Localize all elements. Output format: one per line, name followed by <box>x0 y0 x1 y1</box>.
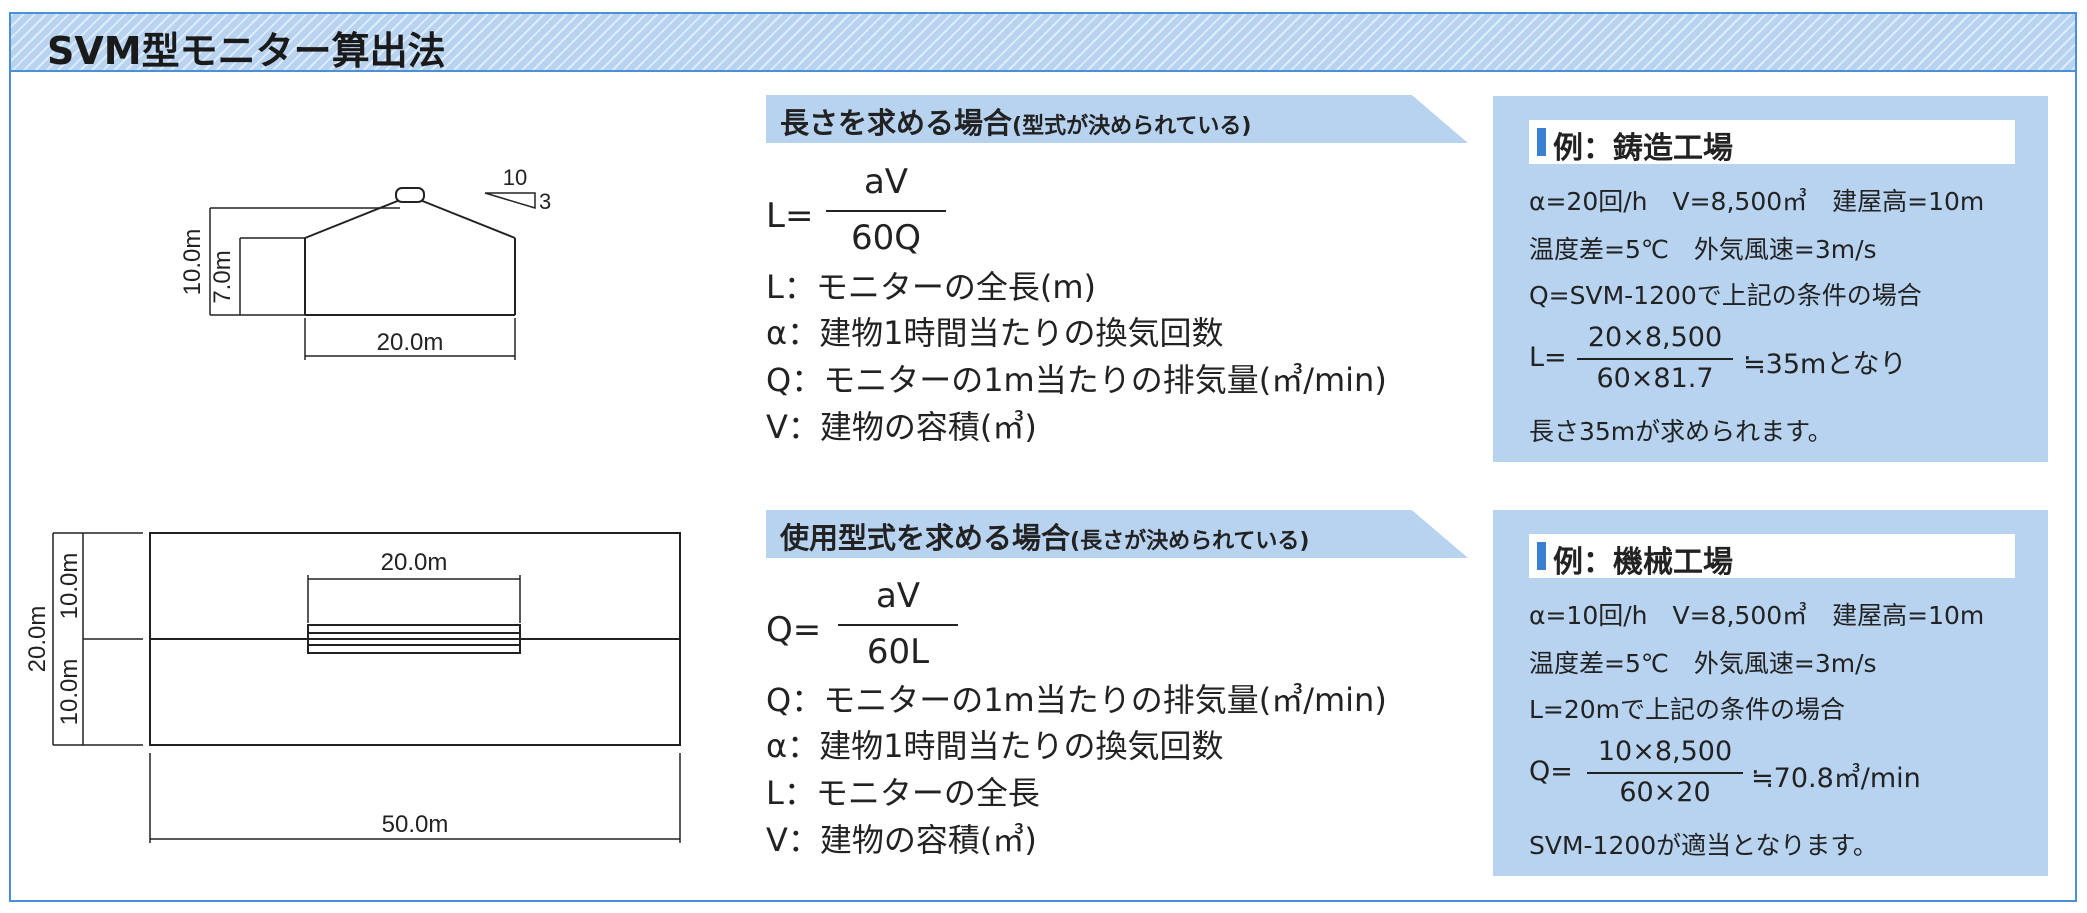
example-title-box: 例：鋳造工場 <box>1529 120 2015 166</box>
dim-wall-height: 7.0m <box>209 250 236 303</box>
fraction-bar <box>838 624 958 626</box>
section-heading-model: 使用型式を求める場合 <box>780 521 1071 555</box>
calc-denominator: 60×81.7 <box>1596 363 1714 394</box>
calc-numerator: 10×8,500 <box>1597 736 1733 767</box>
formula-denominator: 60L <box>866 632 930 672</box>
condition-line: α=10回/h V=8,500㎥ 建屋高=10m <box>1529 601 1985 630</box>
calc-result: ≒35mとなり <box>1743 349 1907 380</box>
formula-lhs: L= <box>766 196 814 236</box>
fraction-bar <box>1577 358 1733 360</box>
dim-half-lower: 10.0m <box>56 659 83 726</box>
title-marker-icon <box>1537 128 1546 156</box>
section-header-length: 長さを求める場合(型式が決められている) <box>766 95 1468 143</box>
definition-line: Q：モニターの1m当たりの排気量(㎥/min) <box>766 681 1387 719</box>
condition-line: 温度差=5℃ 外気風速=3m/s <box>1529 649 1877 678</box>
formula-numerator: aV <box>863 162 909 202</box>
definition-line: α：建物1時間当たりの換気回数 <box>766 314 1224 352</box>
dim-monitor-length: 20.0m <box>381 549 448 576</box>
calc-denominator: 60×20 <box>1619 777 1711 808</box>
definition-line: Q：モニターの1m当たりの排気量(㎥/min) <box>766 361 1387 399</box>
condition-line: Q=SVM-1200で上記の条件の場合 <box>1529 281 1922 310</box>
definition-line: L：モニターの全長(m) <box>766 268 1096 306</box>
section-header-model: 使用型式を求める場合(長さが決められている) <box>766 510 1468 558</box>
example-title: 例：鋳造工場 <box>1553 131 1733 166</box>
conclusion-line: 長さ35mが求められます。 <box>1529 417 1833 446</box>
condition-line: L=20mで上記の条件の場合 <box>1529 695 1846 724</box>
calc-numerator: 20×8,500 <box>1587 322 1723 353</box>
page-title: SVM型モニター算出法 <box>47 29 446 73</box>
plan-view-svg: 20.0m 20.0m 10.0m 10.0m 50.0m <box>24 532 681 843</box>
fraction-bar <box>1587 772 1743 774</box>
definition-line: L：モニターの全長 <box>766 774 1040 812</box>
title-marker-icon <box>1537 542 1546 570</box>
section-heading-length: 長さを求める場合 <box>780 106 1013 140</box>
condition-line: 温度差=5℃ 外気風速=3m/s <box>1529 235 1877 264</box>
example-panel-foundry: 例：鋳造工場 α=20回/h V=8,500㎥ 建屋高=10m 温度差=5℃ 外… <box>1493 96 2048 462</box>
dim-half-upper: 10.0m <box>56 553 83 620</box>
cross-section-diagram: 10.0m 7.0m 20.0m 10 3 <box>170 160 590 374</box>
slope-run: 10 <box>503 165 527 190</box>
condition-line: α=20回/h V=8,500㎥ 建屋高=10m <box>1529 187 1985 216</box>
conclusion-line: SVM-1200が適当となります。 <box>1529 831 1878 860</box>
dim-total-depth: 20.0m <box>25 606 51 673</box>
monitor-unit-icon <box>395 187 425 203</box>
calc-lhs: L= <box>1529 342 1567 373</box>
dim-width: 20.0m <box>377 329 444 356</box>
formula-denominator: 60Q <box>850 218 922 258</box>
title-bar: SVM型モニター算出法 <box>9 12 2077 73</box>
dim-building-length: 50.0m <box>382 811 449 838</box>
cross-section-svg: 10.0m 7.0m 20.0m 10 3 <box>179 165 551 360</box>
example-title: 例：機械工場 <box>1553 545 1733 580</box>
example-title-box: 例：機械工場 <box>1529 534 2015 580</box>
definition-line: V：建物の容積(㎥) <box>766 821 1037 859</box>
calc-lhs: Q= <box>1529 756 1573 787</box>
calc-result: ≒70.8㎥/min <box>1751 763 1921 794</box>
section-heading-model-note: (長さが決められている) <box>1070 529 1310 554</box>
example-panel-machine: 例：機械工場 α=10回/h V=8,500㎥ 建屋高=10m 温度差=5℃ 外… <box>1493 510 2048 876</box>
formula-lhs: Q= <box>766 610 822 650</box>
definition-line: V：建物の容積(㎥) <box>766 408 1037 446</box>
slope-rise: 3 <box>539 189 551 214</box>
formula-numerator: aV <box>875 576 921 616</box>
definition-line: α：建物1時間当たりの換気回数 <box>766 727 1224 765</box>
section-heading-length-note: (型式が決められている) <box>1012 114 1252 139</box>
dim-total-height: 10.0m <box>179 229 206 296</box>
example-calculation: Q= 10×8,500 60×20 ≒70.8㎥/min <box>1529 736 2009 812</box>
fraction-bar <box>826 210 946 212</box>
plan-view-diagram: 20.0m 20.0m 10.0m 10.0m 50.0m <box>24 525 705 859</box>
example-calculation: L= 20×8,500 60×81.7 ≒35mとなり <box>1529 322 2009 398</box>
